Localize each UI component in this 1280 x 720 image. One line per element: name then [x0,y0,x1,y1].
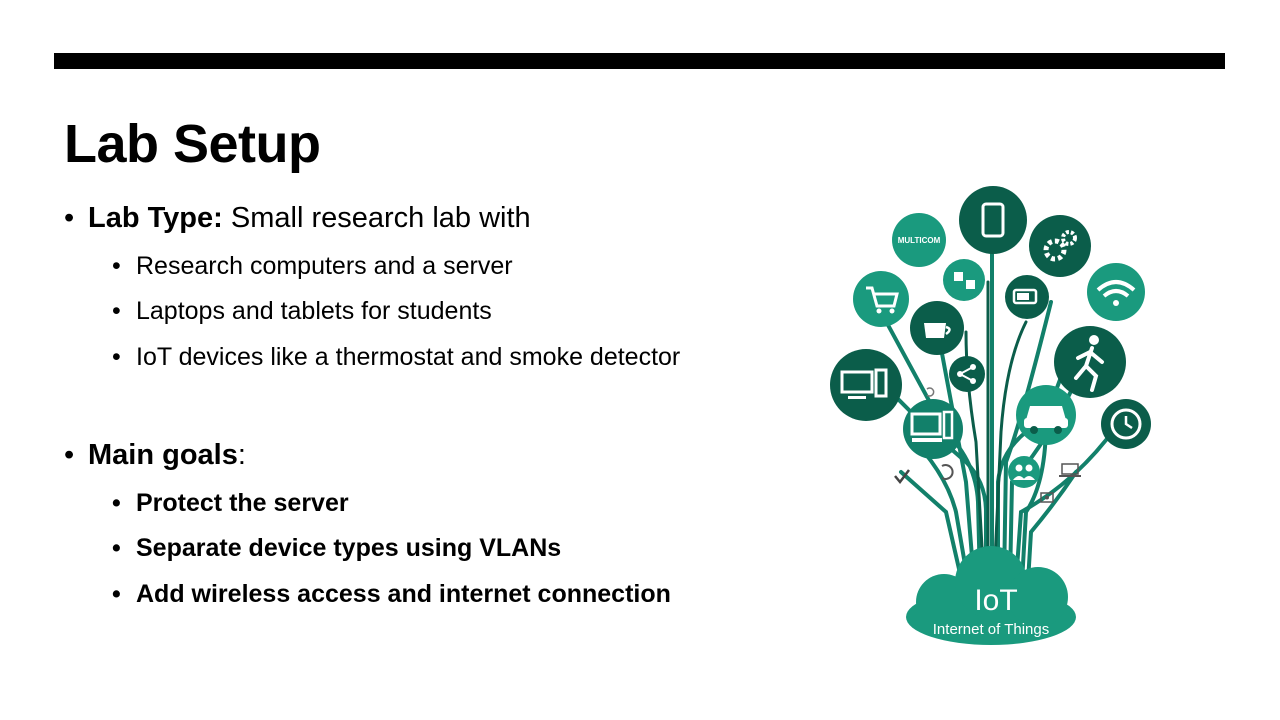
check-icon [894,469,910,485]
people-icon [1008,456,1040,488]
desktop-computer-icon [830,349,902,421]
slide-title: Lab Setup [64,114,321,174]
multicom-badge: MULTICOM [892,213,946,267]
wifi-icon [1087,263,1145,321]
sub-bullet-vlans: •Separate device types using VLANs [112,534,562,562]
cloud-subtitle: Internet of Things [933,621,1049,638]
cloud-title: IoT [974,584,1017,617]
top-divider-bar [54,53,1225,69]
main-goals-label: Main goals [88,439,238,471]
iot-tree-illustration: IoT Internet of Things MULTICOM [826,182,1156,650]
camera-icon [1040,492,1054,503]
bullet-lab-type: •Lab Type: Small research lab with [64,202,531,234]
lab-type-text: Small research lab with [222,202,531,234]
bullet-main-goals: •Main goals: [64,439,246,471]
sub-bullet-laptops: •Laptops and tablets for students [112,297,492,325]
coffee-cup-icon [910,301,964,355]
smartphone-icon [959,186,1027,254]
share-icon [949,356,985,392]
satellite-icon [943,259,985,301]
runner-icon [1054,326,1126,398]
svg-text:MULTICOM: MULTICOM [898,236,941,245]
gears-icon [1029,215,1091,277]
clock-icon [1101,399,1151,449]
lab-type-label: Lab Type [88,202,214,234]
sub-bullet-iot-devices: •IoT devices like a thermostat and smoke… [112,343,681,371]
sub-bullet-protect-server: •Protect the server [112,489,349,517]
sub-bullet-research-computers: •Research computers and a server [112,252,513,280]
refresh-icon [926,387,954,480]
car-icon [1016,385,1076,445]
workstation-icon [903,399,963,459]
sub-bullet-wireless: •Add wireless access and internet connec… [112,580,671,608]
battery-icon [1005,275,1049,319]
laptop-icon [1059,463,1081,477]
iot-cloud: IoT Internet of Things [906,546,1076,645]
shopping-cart-icon [853,271,909,327]
